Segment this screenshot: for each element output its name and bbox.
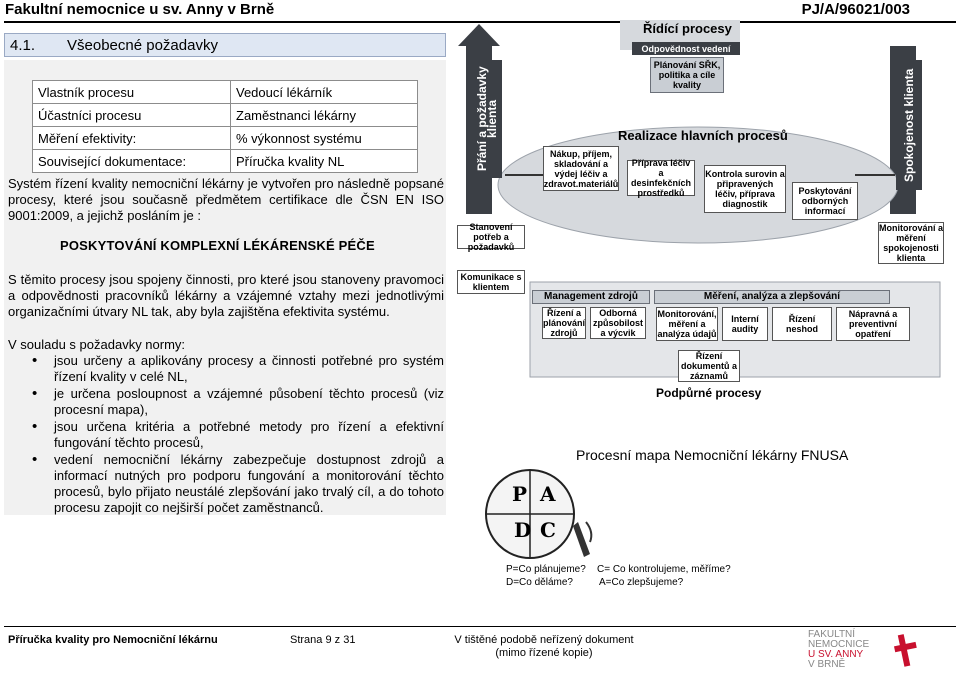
list-item: jsou určena kritéria a potřebné metody p… (8, 419, 444, 451)
section-title: Všeobecné požadavky (67, 37, 218, 54)
document-code: PJ/A/96021/003 (801, 1, 910, 18)
header-divider (4, 21, 956, 23)
pdca-check-letter: C (540, 518, 556, 542)
section-heading: 4.1. Všeobecné požadavky (4, 33, 446, 57)
support-processes-title: Podpůrné procesy (656, 386, 762, 400)
legend-check: C= Co kontrolujeme, měříme? (597, 564, 731, 575)
meta-label: Měření efektivity: (32, 126, 231, 150)
legend-do: D=Co děláme? (506, 577, 573, 588)
data-analysis: Monitorování, měření a analýza údajů (656, 307, 718, 341)
internal-audits: Interní audity (722, 307, 768, 341)
qms-planning: Plánování SŘK, politika a cíle kvality (650, 57, 724, 93)
logo-line: V BRNĚ (808, 659, 846, 670)
footer-uncontrolled-note: V tištěné podobě neřízený dokument (454, 634, 634, 646)
meta-value: Zaměstnanci lékárny (230, 103, 418, 127)
pdca-cycle-illustration (485, 469, 593, 559)
logo-line: U SV. ANNY (808, 649, 864, 660)
needs-determination: Stanovení potřeb a požadavků (457, 222, 525, 252)
meta-value: % výkonnost systému (230, 126, 418, 150)
management-responsibility: Odpovědnost vedení (632, 42, 740, 55)
meta-value: Vedoucí lékárník (230, 80, 418, 104)
main-processes-title: Realizace hlavních procesů (618, 128, 788, 143)
measurement-improvement: Měření, analýza a zlepšování (654, 290, 890, 304)
mission-statement: POSKYTOVÁNÍ KOMPLEXNÍ LÉKÁRENSKÉ PÉČE (60, 238, 375, 253)
norm-requirements-list: jsou určeny a aplikovány procesy a činno… (8, 353, 444, 517)
client-communication: Komunikace s klientem (457, 270, 525, 294)
satisfaction-monitoring: Monitorování a měření spokojenosti klien… (878, 222, 944, 264)
qualification-training: Odborná způsobilost a výcvik (590, 307, 646, 339)
control-processes-title: Řídící procesy (643, 21, 732, 36)
footer-copy-note: (mimo řízené kopie) (495, 647, 593, 659)
purchasing-process: Nákup, příjem, skladování a výdej léčiv … (543, 146, 619, 191)
logo-cross-icon (893, 634, 917, 667)
section-number: 4.1. (10, 37, 36, 54)
document-control: Řízení dokumentů a záznamů (678, 350, 740, 382)
control-process: Kontrola surovin a připravených léčiv, p… (704, 165, 786, 213)
meta-value: Příručka kvality NL (230, 149, 418, 173)
hospital-logo: FAKULTNÍ NEMOCNICE U SV. ANNY V BRNĚ (808, 630, 869, 670)
process-map-title: Procesní mapa Nemocniční lékárny FNUSA (576, 447, 849, 463)
logo-line: FAKULTNÍ (808, 629, 856, 640)
corrective-actions: Nápravná a preventivní opatření (836, 307, 910, 341)
process-metadata-table: Vlastník procesu Vedoucí lékárník Účastn… (32, 80, 418, 173)
nonconformity-control: Řízení neshod (772, 307, 832, 341)
hospital-name: Fakultní nemocnice u sv. Anny v Brně (5, 1, 275, 18)
meta-label: Účastníci procesu (32, 103, 231, 127)
table-row: Účastníci procesu Zaměstnanci lékárny (32, 103, 418, 127)
meta-label: Vlastník procesu (32, 80, 231, 104)
footer-manual-title: Příručka kvality pro Nemocniční lékárnu (8, 634, 218, 646)
meta-label: Související dokumentace: (32, 149, 231, 173)
list-item: je určena posloupnost a vzájemné působen… (8, 386, 444, 418)
list-item: jsou určeny a aplikovány procesy a činno… (8, 353, 444, 385)
legend-act: A=Co zlepšujeme? (599, 577, 684, 588)
pdca-plan-letter: P (512, 482, 528, 506)
list-item: vedení nemocniční lékárny zabezpečuje do… (8, 452, 444, 516)
table-row: Měření efektivity: % výkonnost systému (32, 126, 418, 150)
table-row: Související dokumentace: Příručka kvalit… (32, 149, 418, 173)
pdca-do-letter: D (514, 518, 532, 542)
responsibility-paragraph: S těmito procesy jsou spojeny činnosti, … (8, 272, 444, 319)
client-satisfaction-label: Spokojenost klienta (896, 60, 922, 190)
table-row: Vlastník procesu Vedoucí lékárník (32, 80, 418, 104)
footer-divider (4, 626, 956, 627)
intro-paragraph: Systém řízení kvality nemocniční lékárny… (8, 176, 444, 223)
page-number: Strana 9 z 31 (290, 634, 356, 646)
resource-planning: Řízení a plánování zdrojů (542, 307, 586, 339)
resource-management: Management zdrojů (532, 290, 650, 304)
pdca-act-letter: A (540, 482, 556, 506)
information-process: Poskytování odborných informací (792, 182, 858, 220)
norm-intro: V souladu s požadavky normy: (8, 337, 186, 352)
preparation-process: Příprava léčiv a desinfekčních prostředk… (627, 158, 695, 198)
legend-plan: P=Co plánujeme? (506, 564, 586, 575)
client-requirements-label: Přání a požadavky klienta (472, 60, 502, 178)
logo-line: NEMOCNICE (808, 639, 870, 650)
